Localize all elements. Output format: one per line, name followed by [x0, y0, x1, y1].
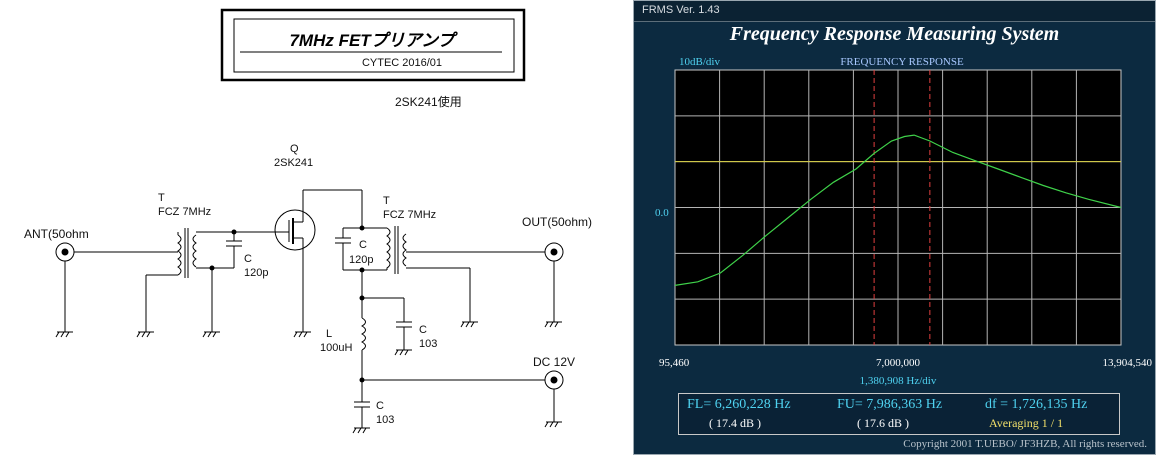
label-t2: T	[383, 195, 390, 207]
label-q-part: 2SK241	[274, 157, 313, 169]
graph-title: FREQUENCY RESPONSE	[840, 56, 964, 68]
label-t1: T	[158, 192, 165, 204]
junction-dots	[209, 225, 365, 383]
label-c1: C	[244, 253, 252, 265]
label-c1-val: 120p	[244, 267, 268, 279]
label-l-val: 100uH	[320, 342, 352, 354]
ref-level-label: 0.0	[655, 207, 669, 219]
response-chart: 10dB/div FREQUENCY RESPONSE 0.0 95,460 7…	[655, 56, 1153, 387]
fl-db-readout: ( 17.4 dB )	[709, 416, 761, 430]
schematic-diagram: 7MHz FETプリアンプ CYTEC 2016/01 2SK241使用	[24, 8, 592, 434]
df-readout: df = 1,726,135 Hz	[985, 397, 1088, 412]
label-c4-val: 103	[376, 414, 394, 426]
marker-lines	[873, 70, 931, 345]
label-c3-val: 103	[419, 338, 437, 350]
label-l: L	[326, 328, 332, 340]
circuit-wires	[55, 189, 564, 428]
x-div-label: 1,380,908 Hz/div	[860, 375, 937, 387]
label-dc: DC 12V	[533, 355, 575, 369]
label-c4: C	[376, 400, 384, 412]
trace-group	[674, 134, 1122, 286]
fu-db-readout: ( 17.6 dB )	[857, 416, 909, 430]
frms-window: FRMS Ver. 1.43 Frequency Response Measur…	[633, 0, 1156, 455]
x-tick-center: 7,000,000	[876, 357, 921, 369]
app-title: Frequency Response Measuring System	[729, 23, 1060, 45]
window-titlebar[interactable]: FRMS Ver. 1.43	[634, 1, 1155, 22]
label-t2-part: FCZ 7MHz	[383, 209, 436, 221]
label-c2: C	[359, 239, 367, 251]
title-block: 7MHz FETプリアンプ CYTEC 2016/01	[220, 8, 526, 82]
ground-symbols	[55, 321, 562, 434]
plot-grid	[675, 70, 1121, 345]
fu-readout: FU= 7,986,363 Hz	[837, 397, 943, 412]
fl-readout: FL= 6,260,228 Hz	[687, 397, 791, 412]
x-tick-left: 95,460	[659, 357, 690, 369]
schematic-author-date: CYTEC 2016/01	[362, 57, 442, 69]
frequency-response-trace	[674, 134, 1122, 286]
schematic-title: 7MHz FETプリアンプ	[289, 31, 458, 50]
label-c3: C	[419, 324, 427, 336]
label-t1-part: FCZ 7MHz	[158, 206, 211, 218]
copyright-text: Copyright 2001 T.UEBO/ JF3HZB, All right…	[903, 438, 1147, 450]
label-out: OUT(50ohm)	[522, 215, 592, 229]
label-c2-val: 120p	[349, 254, 373, 266]
x-tick-right: 13,904,540	[1103, 357, 1153, 369]
marker-readout-panel: FL= 6,260,228 Hz FU= 7,986,363 Hz df = 1…	[678, 393, 1120, 435]
label-q: Q	[290, 143, 299, 155]
window-title: FRMS Ver. 1.43	[642, 4, 720, 16]
y-scale-label: 10dB/div	[679, 56, 720, 68]
averaging-readout: Averaging 1 / 1	[989, 416, 1064, 430]
schematic-note: 2SK241使用	[395, 94, 462, 109]
label-ant: ANT(50ohm	[24, 227, 89, 241]
